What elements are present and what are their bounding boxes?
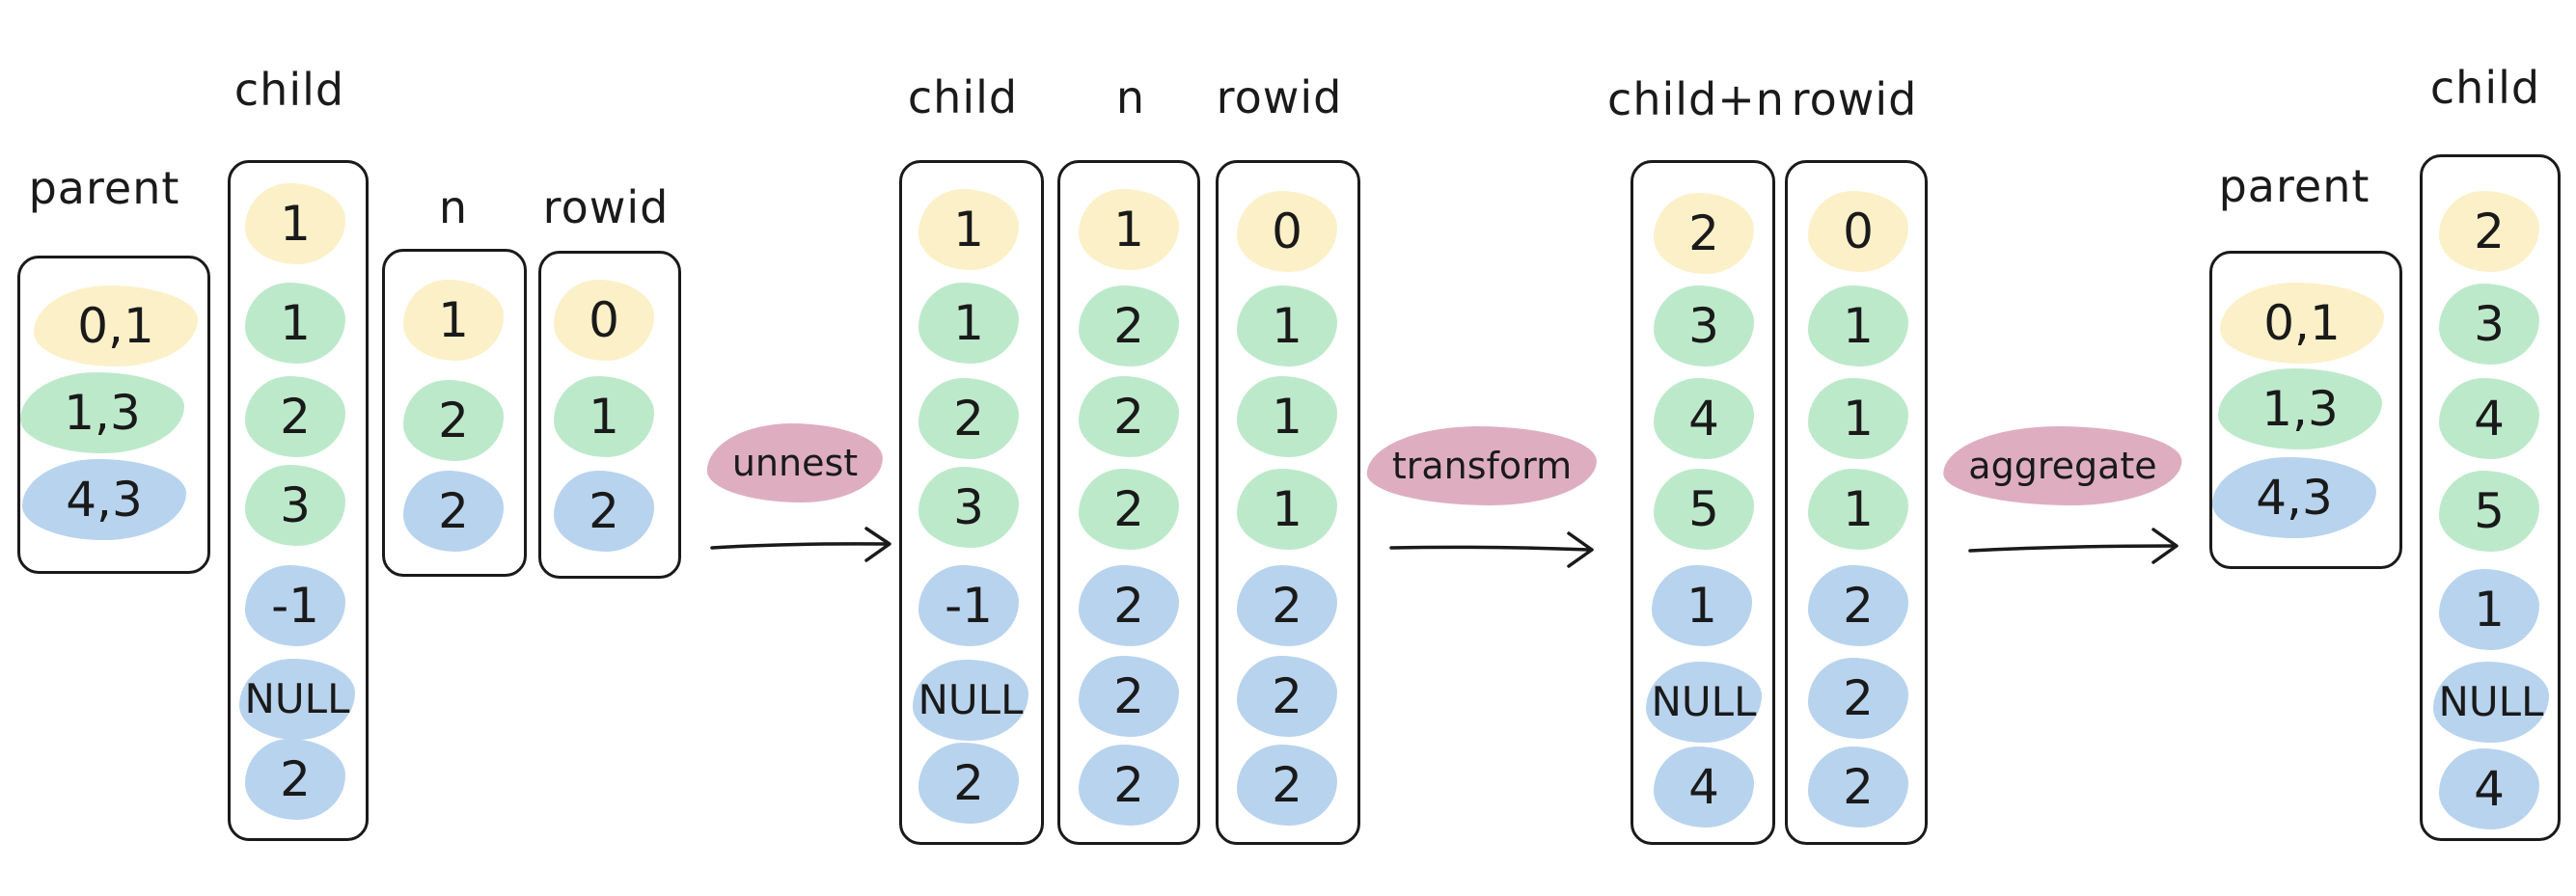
stage2-rowid-column xyxy=(1216,160,1360,845)
stage1-child-cell: NULL xyxy=(239,659,355,740)
stage1-child-cell: 2 xyxy=(245,739,345,820)
stage3-child-plus-n-header: child+n xyxy=(1607,73,1785,125)
stage2-n-cell: 2 xyxy=(1079,565,1179,646)
stage4-child-cell: 3 xyxy=(2439,284,2539,365)
stage4-child-cell: 2 xyxy=(2439,191,2539,272)
stage2-rowid-cell: 1 xyxy=(1237,469,1337,550)
stage4-parent-column xyxy=(2209,251,2402,569)
stage1-child-header: child xyxy=(233,64,345,116)
stage4-parent-header: parent xyxy=(2218,160,2370,212)
stage1-child-cell: 3 xyxy=(245,465,345,546)
stage3-child-plus-n-cell: 3 xyxy=(1654,285,1754,367)
stage4-child-cell: NULL xyxy=(2433,662,2549,743)
stage3-rowid-cell: 2 xyxy=(1808,747,1908,828)
stage1-parent-cell: 4,3 xyxy=(22,459,186,540)
stage3-child-plus-n-cell: 1 xyxy=(1652,565,1752,646)
stage1-n-column xyxy=(382,249,527,577)
stage4-parent-cell: 1,3 xyxy=(2218,368,2382,449)
stage2-n-cell: 1 xyxy=(1079,189,1179,270)
stage3-rowid-header: rowid xyxy=(1791,73,1918,125)
stage2-rowid-header: rowid xyxy=(1216,71,1343,123)
stage3-rowid-cell: 2 xyxy=(1808,565,1908,646)
stage1-child-column xyxy=(228,160,369,841)
stage3-child-plus-n-cell: 4 xyxy=(1654,378,1754,459)
stage1-rowid-column xyxy=(538,251,681,579)
stage3-rowid-column xyxy=(1785,160,1928,845)
stage1-n-cell: 2 xyxy=(403,471,504,552)
stage3-rowid-cell: 1 xyxy=(1808,378,1908,459)
stage2-n-cell: 2 xyxy=(1079,656,1179,737)
stage1-rowid-cell: 2 xyxy=(554,471,654,552)
stage2-n-cell: 2 xyxy=(1079,376,1179,457)
stage4-parent-cell: 4,3 xyxy=(2212,457,2376,538)
stage1-rowid-cell: 1 xyxy=(554,376,654,457)
stage4-child-column xyxy=(2420,154,2561,841)
stage2-child-cell: 2 xyxy=(918,743,1019,824)
stage1-n-header: n xyxy=(438,181,469,233)
stage2-rowid-cell: 1 xyxy=(1237,376,1337,457)
stage2-n-column xyxy=(1057,160,1200,845)
stage1-n-cell: 1 xyxy=(403,280,504,361)
stage2-n-cell: 2 xyxy=(1079,745,1179,826)
stage2-child-column xyxy=(899,160,1044,845)
stage2-child-cell: NULL xyxy=(913,660,1028,741)
stage3-rowid-cell: 0 xyxy=(1808,191,1908,272)
stage1-parent-cell: 0,1 xyxy=(34,285,198,367)
stage2-rowid-cell: 0 xyxy=(1237,191,1337,272)
stage4-parent-cell: 0,1 xyxy=(2220,283,2384,364)
stage2-n-cell: 2 xyxy=(1079,285,1179,367)
stage3-child-plus-n-column xyxy=(1631,160,1775,845)
stage1-child-cell: 2 xyxy=(245,376,345,457)
stage4-child-cell: 1 xyxy=(2439,569,2539,650)
unnest-arrow-icon xyxy=(710,527,891,562)
stage1-child-cell: 1 xyxy=(245,283,345,364)
stage2-n-header: n xyxy=(1115,71,1146,123)
stage3-rowid-cell: 2 xyxy=(1808,658,1908,739)
stage3-rowid-cell: 1 xyxy=(1808,285,1908,367)
stage1-n-cell: 2 xyxy=(403,380,504,461)
stage3-child-plus-n-cell: 2 xyxy=(1654,193,1754,274)
stage2-child-header: child xyxy=(907,71,1019,123)
aggregate-arrow-icon xyxy=(1968,528,2179,564)
stage4-child-cell: 5 xyxy=(2439,471,2539,552)
stage1-child-cell: -1 xyxy=(245,565,345,646)
stage2-n-cell: 2 xyxy=(1079,469,1179,550)
stage2-child-cell: 1 xyxy=(918,189,1019,270)
stage1-parent-cell: 1,3 xyxy=(20,372,184,453)
stage2-child-cell: 3 xyxy=(918,467,1019,548)
stage2-rowid-cell: 1 xyxy=(1237,285,1337,367)
stage4-child-cell: 4 xyxy=(2439,378,2539,459)
transform-operation-label: transform xyxy=(1366,426,1598,505)
stage2-rowid-cell: 2 xyxy=(1237,656,1337,737)
aggregate-operation-label: aggregate xyxy=(1943,426,2182,505)
stage1-parent-column xyxy=(17,256,210,574)
stage1-parent-header: parent xyxy=(28,162,180,214)
stage2-rowid-cell: 2 xyxy=(1237,565,1337,646)
transform-arrow-icon xyxy=(1389,531,1594,568)
unnest-operation-label: unnest xyxy=(706,423,884,502)
stage3-rowid-cell: 1 xyxy=(1808,469,1908,550)
stage3-child-plus-n-cell: 4 xyxy=(1654,747,1754,828)
stage3-child-plus-n-cell: NULL xyxy=(1646,662,1762,743)
stage3-child-plus-n-cell: 5 xyxy=(1654,469,1754,550)
stage4-child-header: child xyxy=(2429,62,2541,114)
stage4-child-cell: 4 xyxy=(2439,748,2539,829)
stage2-rowid-cell: 2 xyxy=(1237,745,1337,826)
stage1-rowid-header: rowid xyxy=(542,181,670,233)
stage2-child-cell: 1 xyxy=(918,283,1019,364)
stage1-rowid-cell: 0 xyxy=(554,280,654,361)
stage2-child-cell: -1 xyxy=(918,565,1019,646)
stage2-child-cell: 2 xyxy=(918,378,1019,459)
stage1-child-cell: 1 xyxy=(245,183,345,264)
